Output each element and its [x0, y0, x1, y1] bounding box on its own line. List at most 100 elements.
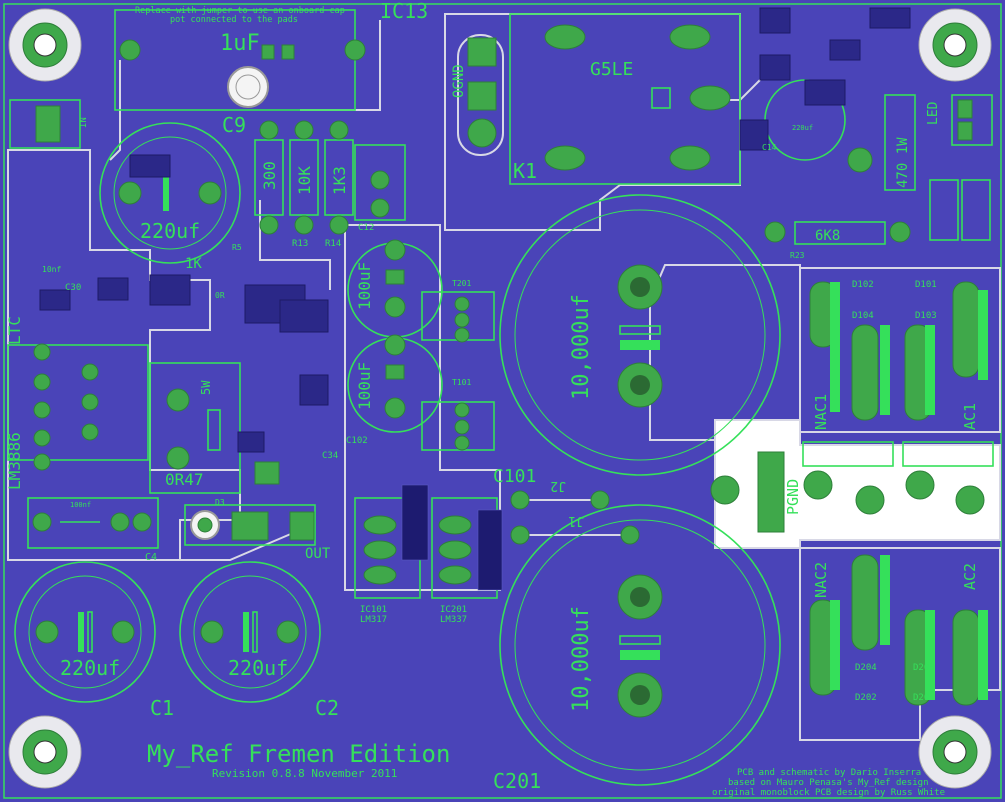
label-r0: 0R: [215, 291, 225, 300]
trace-1: [109, 60, 121, 161]
label-r5w: 5W: [199, 380, 213, 395]
label-c2: C2: [315, 696, 339, 720]
copper-zone-left: [7, 149, 241, 561]
label-c102: C102: [346, 436, 368, 446]
copper-zone-right-top: [649, 264, 801, 441]
label-ac1: AC1: [961, 403, 979, 430]
smd-parts: [39, 7, 911, 485]
capacitor-c9: [99, 122, 241, 264]
mounting-hole-bottom-left: [8, 715, 82, 789]
label-r14: R14: [325, 239, 341, 249]
label-c100nf: 100nf: [70, 501, 91, 509]
label-r10k: 10K: [295, 166, 314, 195]
label-c100uf-top: 100uF: [355, 262, 374, 310]
bridge-diodes-bottom: [809, 554, 988, 706]
label-g5le: G5LE: [590, 59, 633, 80]
trace-4: [180, 529, 301, 561]
label-r470: 470 1W: [895, 137, 911, 188]
transistor-t101: [421, 401, 495, 451]
label-lm337: LM337: [440, 615, 467, 625]
led-section: [764, 79, 993, 245]
label-j2: J2: [550, 478, 566, 493]
regulator-lm317: [354, 484, 429, 599]
label-d202: D202: [855, 693, 877, 703]
label-lm317: LM317: [360, 615, 387, 625]
label-nac1: NAC1: [812, 394, 830, 430]
label-r6k8: 6K8: [815, 228, 840, 244]
relay-k1: [509, 13, 741, 185]
label-ic13: IC13: [380, 0, 428, 23]
transistor-t201: [421, 291, 495, 343]
label-led: LED: [926, 101, 941, 125]
credit-line-1: PCB and schematic by Dario Inserra: [737, 768, 921, 778]
label-c10n: 10nf: [42, 265, 61, 274]
resistor-group: [254, 120, 406, 235]
label-c9: C9: [222, 113, 246, 137]
bridge-diodes-top: [809, 281, 988, 421]
label-cap-big-top: 10,000uf: [569, 294, 594, 400]
label-c34: C34: [322, 451, 338, 461]
board-title: My_Ref Fremen Edition: [147, 740, 450, 768]
label-r0r47: 0R47: [165, 470, 204, 489]
label-ognd: OGND: [451, 64, 467, 98]
input-connector: [9, 99, 81, 149]
label-d104: D104: [852, 311, 874, 321]
label-c12: C12: [358, 223, 374, 233]
label-c100uf-bottom: 100uF: [355, 362, 374, 410]
label-r23: R23: [790, 251, 805, 260]
label-nac2: NAC2: [812, 562, 830, 598]
label-c1: C1: [150, 696, 174, 720]
trace-3: [259, 200, 331, 290]
copper-zone-ac-pads: [714, 419, 1001, 549]
label-r300: 300: [260, 161, 279, 190]
amplifier-ic-area: [7, 343, 149, 471]
label-cap-big-bottom: 10,000uf: [569, 606, 594, 712]
credit-line-3: original monoblock PCB design by Russ Wh…: [712, 788, 945, 798]
label-out: OUT: [305, 546, 331, 562]
label-r1k: 1K: [185, 256, 202, 272]
mounting-hole-top-right: [918, 8, 992, 82]
resistor-5w: [149, 362, 241, 494]
board-revision: Revision 0.8.8 November 2011: [212, 767, 397, 780]
label-d203: D203: [913, 663, 935, 673]
output-connector: [184, 504, 316, 546]
label-c30: C30: [65, 283, 81, 293]
copper-zone-right-mid: [799, 267, 1001, 433]
label-d201: D201: [913, 693, 935, 703]
credit-line-2: based on Mauro Penasa's My_Ref design: [728, 778, 928, 788]
label-c2-value: 220uf: [228, 656, 288, 680]
label-c220a: 220uf: [140, 219, 200, 243]
label-ac2: AC2: [961, 563, 979, 590]
label-c101: C101: [493, 466, 536, 487]
label-k1: K1: [513, 159, 537, 183]
capacitor-big-bottom: [499, 504, 781, 786]
label-r1k3: 1K3: [330, 166, 349, 195]
label-c201: C201: [493, 769, 541, 793]
label-r5: R5: [232, 243, 242, 252]
capacitor-100uf-bottom: [347, 334, 443, 433]
label-ic201: IC201: [440, 605, 467, 615]
label-lm3886: LM3886: [5, 432, 24, 490]
label-c1-value: 220uf: [60, 656, 120, 680]
mounting-hole-top-left: [8, 8, 82, 82]
label-ic101: IC101: [360, 605, 387, 615]
capacitor-100uf-top: [347, 239, 443, 338]
label-d204: D204: [855, 663, 877, 673]
label-t101: T101: [452, 378, 471, 387]
ac-terminals: [710, 441, 994, 533]
jumpers: [510, 490, 640, 545]
capacitor-c13-box: [114, 9, 366, 111]
label-pgnd: PGND: [784, 479, 802, 515]
label-in: IN: [79, 117, 89, 128]
label-c4: C4: [145, 552, 157, 563]
note-line-2: pot connected to the pads: [170, 15, 298, 25]
regulator-lm337: [431, 497, 503, 599]
label-c220uf-small: 220uf: [792, 124, 813, 132]
label-c13-value: 1uF: [220, 31, 260, 56]
label-d3: D3: [215, 498, 225, 507]
label-ltc: LTC: [5, 316, 24, 345]
label-j1: J1: [568, 513, 584, 528]
mounting-hole-bottom-right: [918, 715, 992, 789]
label-c14: C14: [762, 143, 777, 152]
